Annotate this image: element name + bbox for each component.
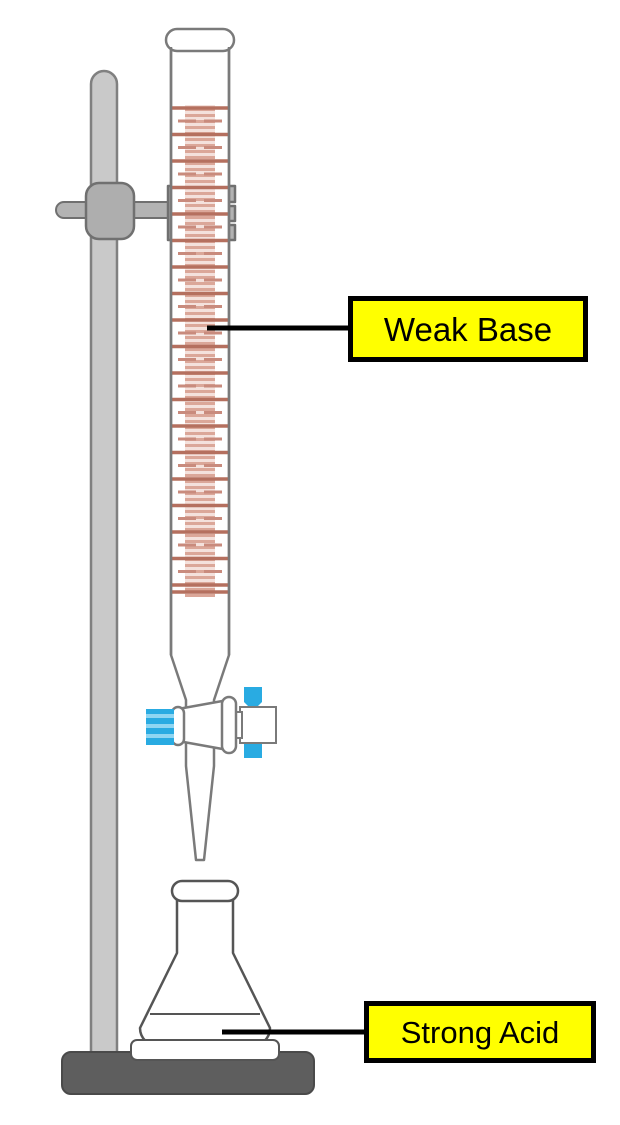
label-weak-base-text: Weak Base bbox=[383, 310, 553, 348]
burette bbox=[164, 27, 236, 862]
stopcock-collar bbox=[220, 695, 238, 755]
label-strong-acid: Strong Acid bbox=[364, 1001, 596, 1063]
minor-graduations bbox=[178, 119, 222, 573]
stopcock-plug bbox=[176, 698, 230, 752]
burette-scale bbox=[171, 105, 229, 597]
major-graduations bbox=[171, 106, 229, 594]
burette-lip bbox=[164, 27, 236, 53]
flask-base-plate bbox=[130, 1039, 280, 1061]
label-weak-base: Weak Base bbox=[348, 296, 588, 362]
stopcock-hub[interactable] bbox=[239, 706, 277, 744]
flask-lip bbox=[170, 879, 240, 903]
clamp-boss bbox=[84, 181, 136, 241]
stopcock[interactable] bbox=[146, 687, 277, 758]
erlenmeyer-flask bbox=[130, 879, 280, 1061]
stopcock-cap[interactable] bbox=[146, 709, 174, 745]
burette-liquid-column bbox=[185, 105, 215, 597]
flask-body bbox=[138, 891, 272, 1048]
stand-rod bbox=[89, 69, 119, 1067]
label-strong-acid-text: Strong Acid bbox=[400, 1014, 560, 1050]
